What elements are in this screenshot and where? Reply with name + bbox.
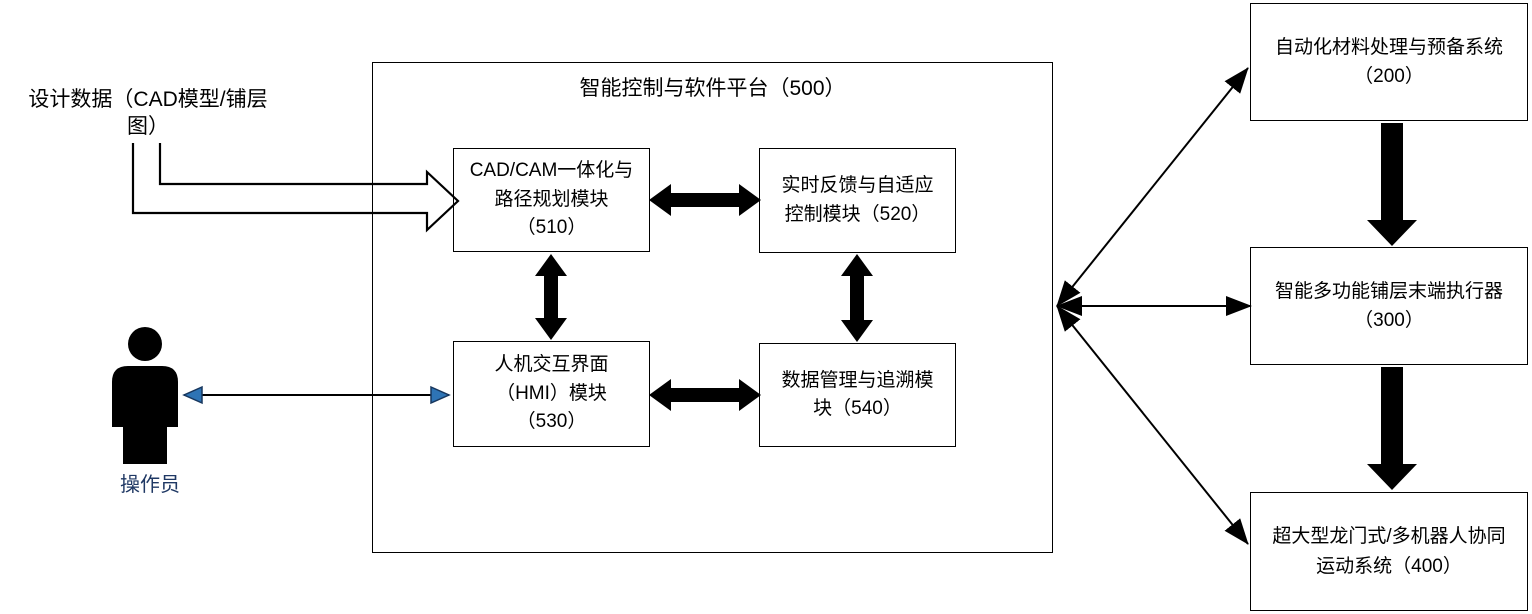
module-label-520: 实时反馈与自适应 控制模块（520） bbox=[781, 175, 934, 225]
external-box-400: 超大型龙门式/多机器人协同 运动系统（400） bbox=[1250, 492, 1528, 611]
module-box-520: 实时反馈与自适应 控制模块（520） bbox=[759, 148, 956, 253]
operator-person-icon bbox=[112, 327, 178, 464]
external-box-200: 自动化材料处理与预备系统 （200） bbox=[1250, 3, 1528, 121]
external-label-300: 智能多功能铺层末端执行器 （300） bbox=[1274, 280, 1503, 331]
module-label-510: CAD/CAM一体化与 路径规划模块 （510） bbox=[469, 160, 634, 239]
platform-box-500 bbox=[372, 62, 1053, 553]
module-box-510: CAD/CAM一体化与 路径规划模块 （510） bbox=[453, 148, 650, 252]
design-data-label: 设计数据（CAD模型/铺层 图） bbox=[28, 88, 268, 139]
platform-title: 智能控制与软件平台（500） bbox=[579, 77, 846, 100]
module-label-540: 数据管理与追溯模 块（540） bbox=[781, 369, 934, 420]
arrow-platform-200 bbox=[1056, 67, 1249, 307]
arrow-300-400 bbox=[1367, 367, 1417, 490]
external-box-300: 智能多功能铺层末端执行器 （300） bbox=[1250, 247, 1528, 365]
module-box-540: 数据管理与追溯模 块（540） bbox=[759, 343, 956, 447]
module-box-530: 人机交互界面 （HMI）模块 （530） bbox=[453, 341, 650, 447]
external-label-200: 自动化材料处理与预备系统 （200） bbox=[1274, 36, 1503, 87]
operator-label: 操作员 bbox=[120, 474, 180, 496]
module-label-530: 人机交互界面 （HMI）模块 （530） bbox=[494, 354, 609, 433]
arrow-platform-400 bbox=[1056, 305, 1249, 545]
external-label-400: 超大型龙门式/多机器人协同 运动系统（400） bbox=[1272, 526, 1506, 577]
arrow-200-300 bbox=[1367, 123, 1417, 246]
